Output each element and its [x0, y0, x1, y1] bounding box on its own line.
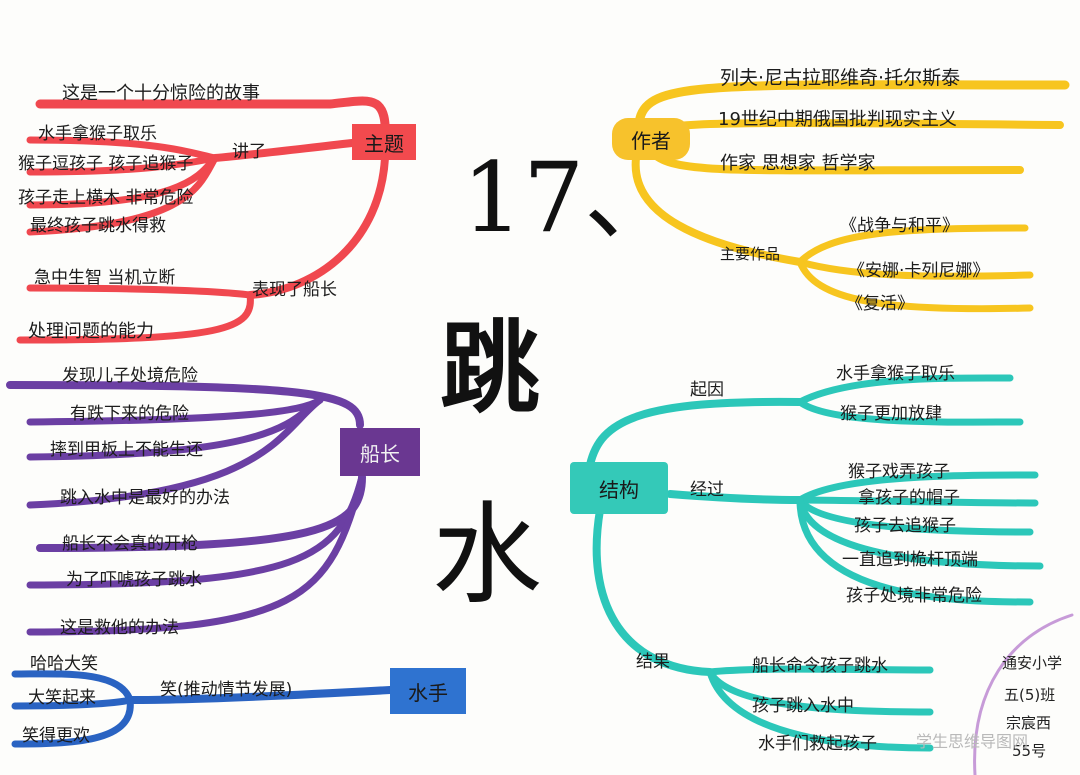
structure-j2: 拿孩子的帽子 — [858, 488, 960, 508]
title-char-2: 水 — [432, 491, 542, 619]
theme-line-2: 水手拿猴子取乐 — [38, 124, 157, 144]
captain-line-3: 摔到甲板上不能生还 — [50, 440, 203, 460]
sailor-mid: 笑(推动情节发展) — [160, 680, 293, 700]
captain-line-6: 为了吓唬孩子跳水 — [66, 570, 202, 590]
captain-line-5: 船长不会真的开枪 — [62, 534, 198, 554]
author-name: 列夫·尼古拉耶维奇·托尔斯泰 — [720, 67, 961, 89]
signature-class: 五(5)班 — [1004, 686, 1056, 704]
structure-r3: 水手们救起孩子 — [758, 734, 877, 754]
theme-line-5: 最终孩子跳水得救 — [30, 216, 166, 236]
structure-j1: 猴子戏弄孩子 — [848, 462, 950, 482]
captain-line-1: 发现儿子处境危险 — [62, 366, 198, 386]
sailor-line-3: 笑得更欢 — [22, 726, 90, 746]
structure-branches — [586, 374, 1044, 752]
signature-arc — [973, 613, 1074, 775]
captain-line-7: 这是救他的办法 — [60, 618, 179, 638]
structure-q2: 猴子更加放肆 — [840, 404, 942, 424]
structure-r2: 孩子跳入水中 — [752, 696, 854, 716]
signature-number: 55号 — [1012, 742, 1047, 760]
author-hub: 作者 — [612, 118, 690, 160]
structure-j5: 孩子处境非常危险 — [846, 586, 982, 606]
theme-line-3: 猴子逗孩子 孩子追猴子 — [18, 154, 194, 174]
structure-q1: 水手拿猴子取乐 — [836, 364, 955, 384]
author-roles: 作家 思想家 哲学家 — [720, 153, 876, 174]
title-char-1: 跳 — [440, 309, 540, 427]
structure-j4: 一直追到桅杆顶端 — [842, 550, 978, 570]
sailor-hub: 水手 — [390, 668, 466, 714]
structure-jingguo: 经过 — [690, 480, 724, 500]
author-works-label: 主要作品 — [720, 245, 781, 263]
structure-hub: 结构 — [570, 462, 668, 514]
theme-hub: 主题 — [352, 124, 416, 160]
sailor-branches — [11, 670, 394, 748]
signature-name: 宗宸西 — [1006, 714, 1052, 732]
author-work-1: 《战争与和平》 — [840, 216, 959, 236]
captain-branches — [6, 381, 366, 636]
lesson-number: 17、 — [462, 142, 681, 254]
theme-line-6: 急中生智 当机立断 — [34, 268, 176, 288]
sailor-line-2: 大笑起来 — [28, 688, 96, 708]
theme-jiang: 讲了 — [232, 142, 266, 162]
theme-line-7: 处理问题的能力 — [28, 321, 154, 342]
signature-school: 通安小学 — [1002, 654, 1063, 672]
sailor-line-1: 哈哈大笑 — [30, 654, 98, 674]
author-work-2: 《安娜·卡列尼娜》 — [848, 261, 990, 281]
captain-line-2: 有跌下来的危险 — [70, 404, 189, 424]
structure-qiyin: 起因 — [690, 380, 724, 400]
structure-jieguo: 结果 — [636, 652, 670, 672]
structure-r1: 船长命令孩子跳水 — [752, 656, 888, 676]
structure-j3: 孩子去追猴子 — [854, 516, 956, 536]
captain-line-4: 跳入水中是最好的办法 — [60, 488, 230, 508]
theme-line-1: 这是一个十分惊险的故事 — [62, 83, 260, 104]
watermark: 学生思维导图网 — [916, 732, 1029, 751]
captain-hub: 船长 — [340, 428, 420, 476]
theme-biaoxian: 表现了船长 — [252, 280, 337, 300]
author-work-3: 《复活》 — [846, 294, 914, 314]
theme-line-4: 孩子走上横木 非常危险 — [18, 188, 194, 208]
theme-branches — [16, 96, 390, 344]
author-era: 19世纪中期俄国批判现实主义 — [718, 109, 957, 130]
